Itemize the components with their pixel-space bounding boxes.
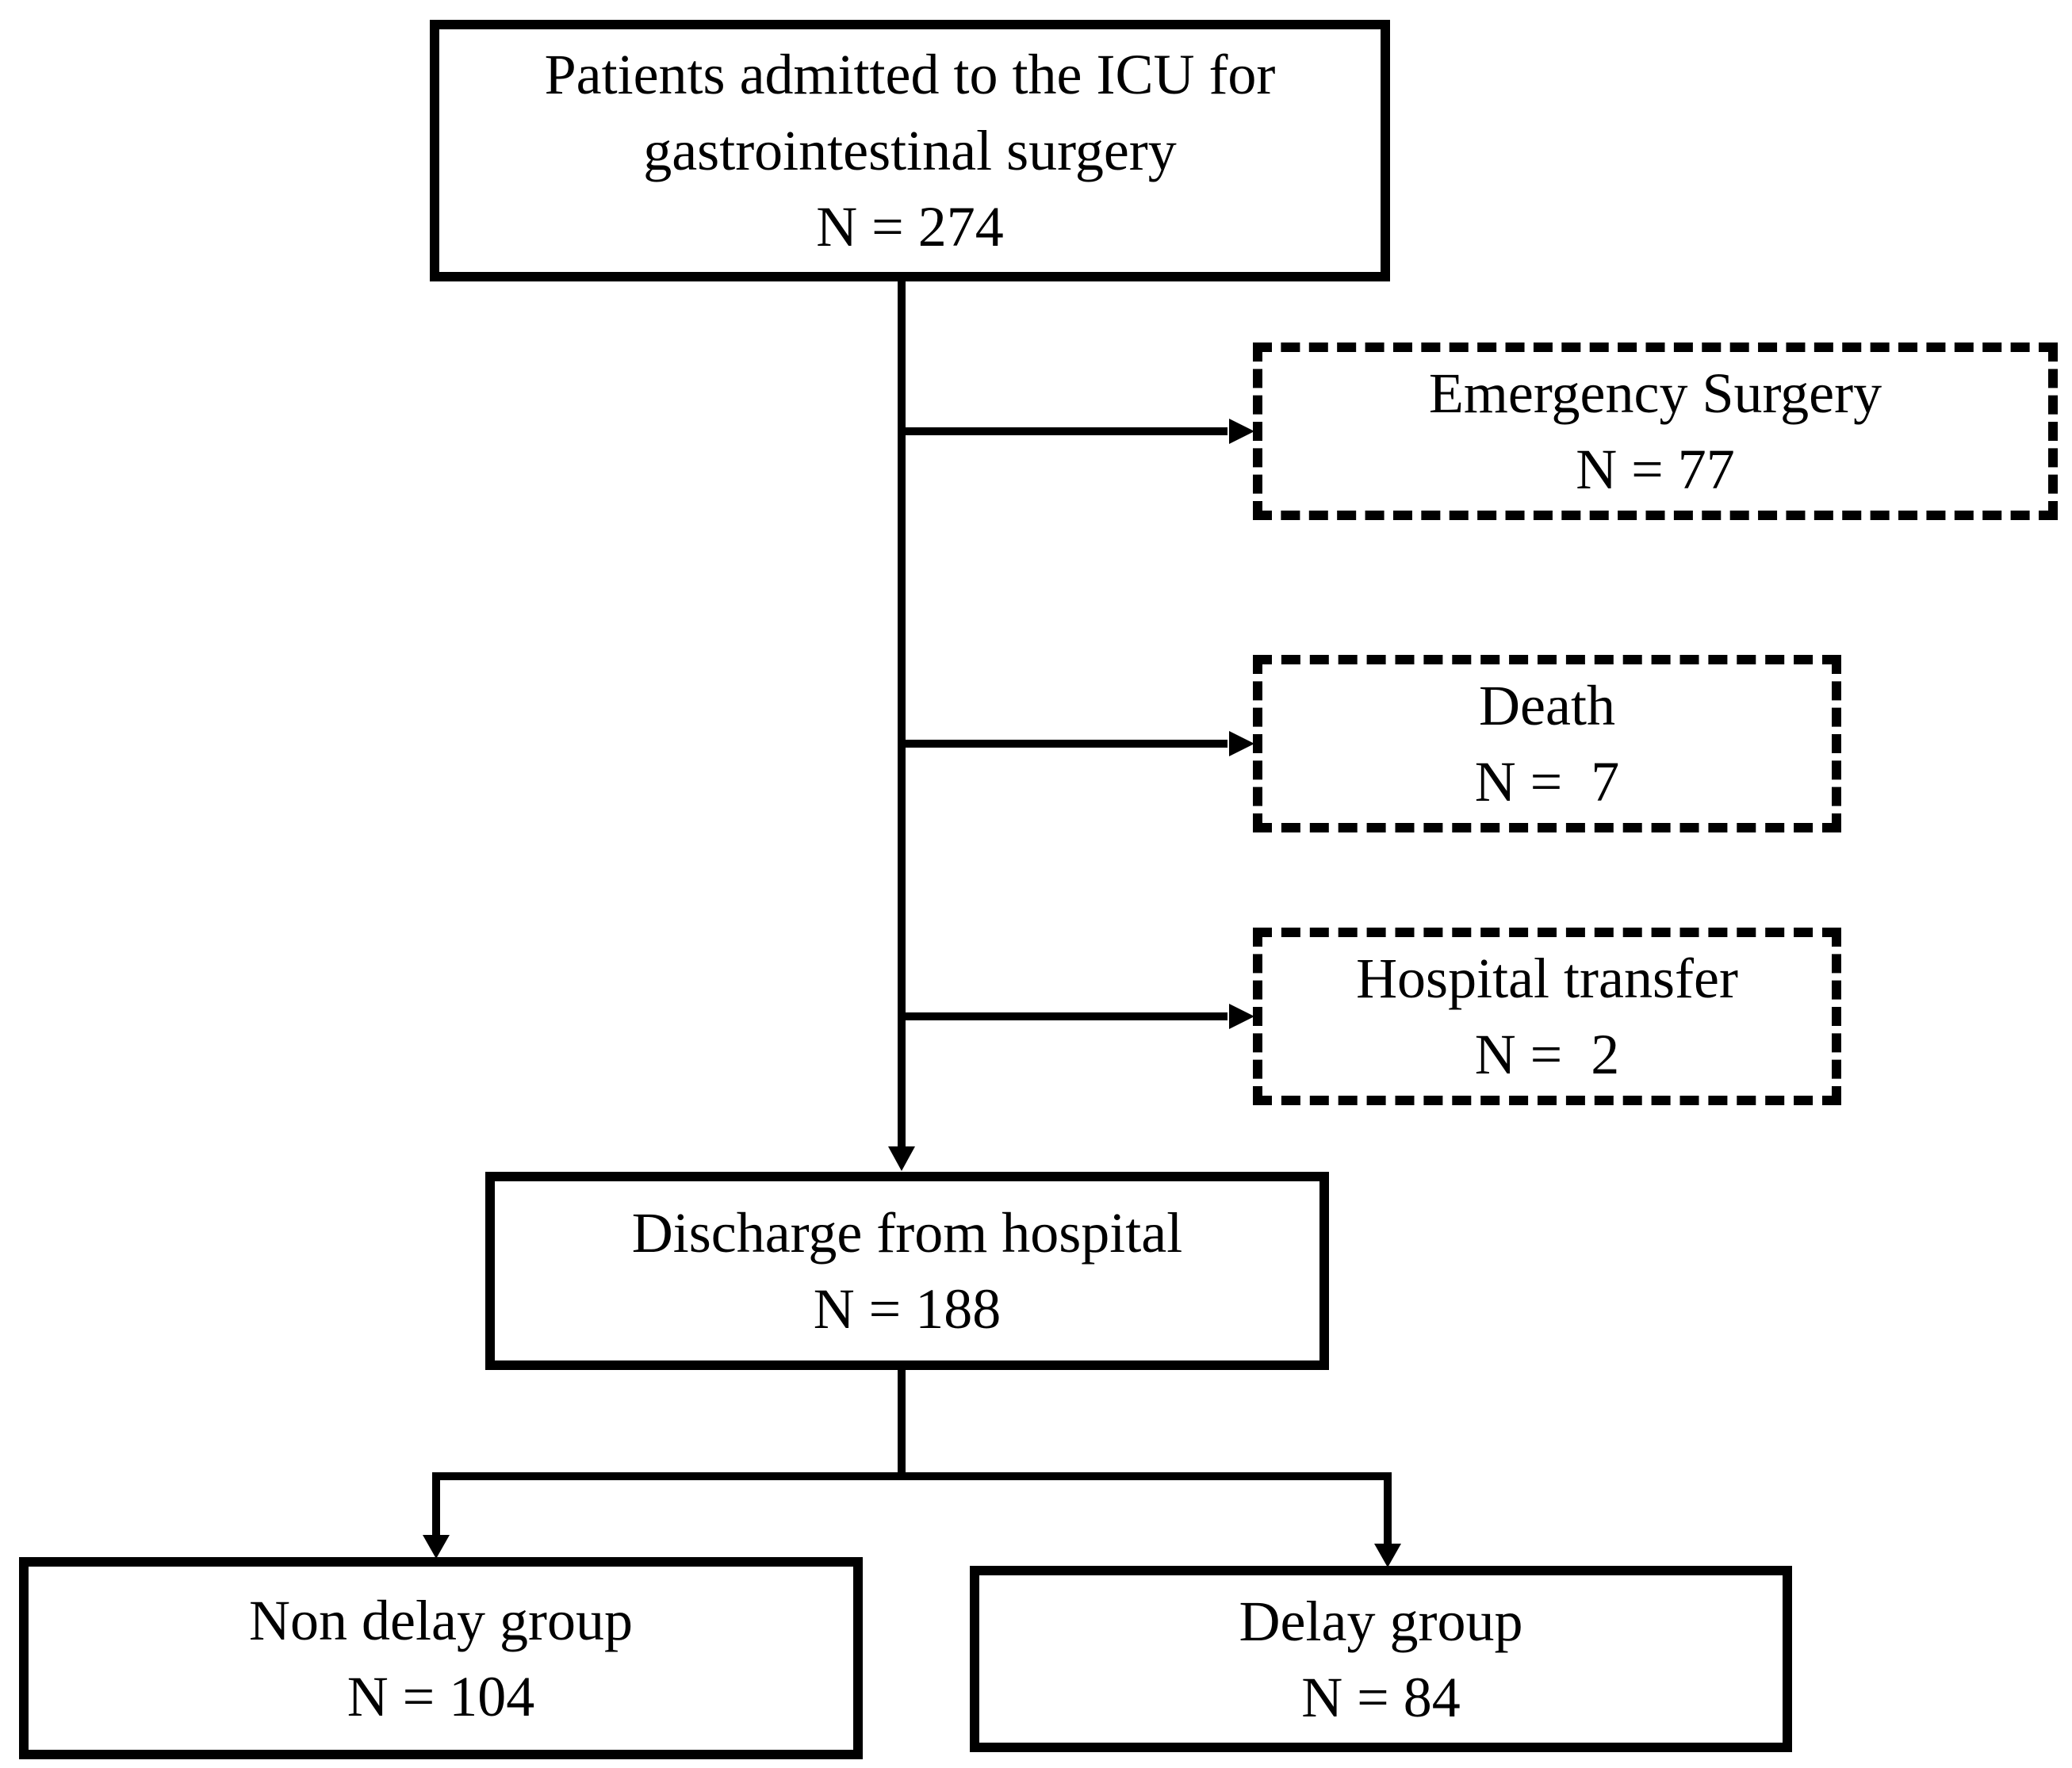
edge-discharge-delay-arrowhead-icon: [1374, 1544, 1401, 1567]
node-delay-group-count: N = 84: [1301, 1665, 1461, 1729]
node-patients-admitted-label: Patients admitted to the ICU for gastroi…: [544, 43, 1290, 182]
node-patients-admitted: Patients admitted to the ICU for gastroi…: [430, 20, 1390, 281]
node-non-delay-group-label: Non delay group: [249, 1588, 633, 1652]
node-hospital-transfer-label: Hospital transfer: [1356, 947, 1738, 1010]
edge-admitted-discharge-arrowhead-icon: [888, 1146, 915, 1171]
node-discharge-from-hospital-count: N = 188: [813, 1277, 1002, 1341]
edge-admitted-death-arrowhead-icon: [1229, 731, 1254, 756]
node-discharge-from-hospital-label: Discharge from hospital: [631, 1201, 1183, 1265]
node-non-delay-group-count: N = 104: [347, 1664, 535, 1728]
node-discharge-from-hospital: Discharge from hospital N = 188: [485, 1172, 1329, 1370]
node-emergency-surgery: Emergency Surgery N = 77: [1253, 343, 2058, 520]
node-delay-group: Delay group N = 84: [970, 1566, 1792, 1752]
node-emergency-surgery-count: N = 77: [1576, 438, 1735, 501]
node-emergency-surgery-label: Emergency Surgery: [1428, 362, 1882, 425]
node-delay-group-label: Delay group: [1239, 1589, 1523, 1653]
node-hospital-transfer: Hospital transfer N = 2: [1253, 928, 1841, 1105]
edge-discharge-nondelay-arrowhead-icon: [423, 1535, 450, 1559]
edge-admitted-transfer-arrowhead-icon: [1229, 1004, 1254, 1029]
node-death-label: Death: [1479, 674, 1615, 737]
node-patients-admitted-count: N = 274: [816, 195, 1004, 258]
node-death-count: N = 7: [1474, 750, 1620, 813]
node-death: Death N = 7: [1253, 655, 1841, 832]
node-non-delay-group: Non delay group N = 104: [19, 1557, 863, 1759]
node-hospital-transfer-count: N = 2: [1474, 1023, 1620, 1086]
edge-admitted-emergency-arrowhead-icon: [1229, 419, 1254, 444]
edge-discharge-split-line: [432, 1472, 1392, 1544]
